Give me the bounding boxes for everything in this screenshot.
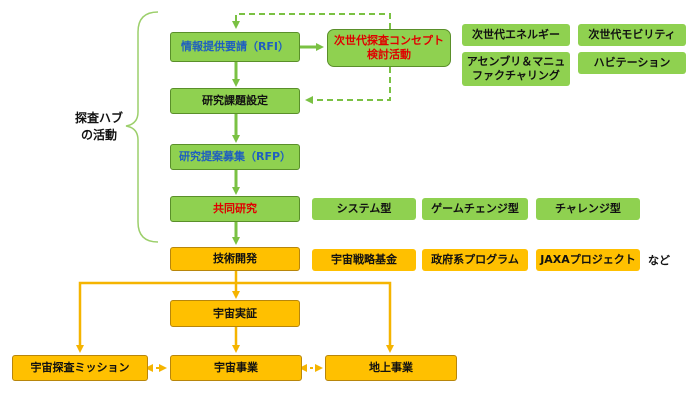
- concept-box: 次世代探査コンセプト 検討活動: [327, 29, 451, 67]
- category-habitation-label: ハビテーション: [593, 56, 671, 70]
- hub-label-line1: 探査ハブ: [74, 111, 123, 125]
- rfp-box: 研究提案募集（RFP）: [170, 144, 300, 170]
- rfi-box: 情報提供要請（RFI）: [170, 32, 300, 62]
- funding-gov-program: 政府系プログラム: [422, 249, 528, 271]
- funding-gov-program-label: 政府系プログラム: [431, 253, 519, 267]
- space-demo-label: 宇宙実証: [213, 306, 257, 320]
- tech-dev-label: 技術開発: [213, 252, 257, 266]
- joint-research-box: 共同研究: [170, 196, 300, 222]
- exploration-mission-label: 宇宙探査ミッション: [30, 361, 130, 375]
- dashed-loop-bottom: [305, 67, 391, 104]
- category-assembly: アセンブリ＆マニュ ファクチャリング: [462, 52, 570, 86]
- exploration-mission-box: 宇宙探査ミッション: [12, 355, 148, 381]
- funding-jaxa-project-label: JAXAプロジェクト: [540, 253, 636, 267]
- type-system: システム型: [312, 198, 416, 220]
- ground-business-box: 地上事業: [325, 355, 457, 381]
- research-theme-label: 研究課題設定: [202, 94, 268, 108]
- category-mobility: 次世代モビリティ: [578, 24, 686, 46]
- space-business-box: 宇宙事業: [170, 355, 302, 381]
- category-mobility-label: 次世代モビリティ: [588, 28, 676, 42]
- type-system-label: システム型: [336, 202, 392, 216]
- category-energy: 次世代エネルギー: [462, 24, 570, 46]
- rfi-label: 情報提供要請（RFI）: [180, 40, 290, 54]
- dashed-loop-top: [232, 13, 391, 29]
- funding-etc: など: [648, 254, 670, 267]
- concept-line2: 検討活動: [367, 48, 411, 61]
- ground-business-label: 地上事業: [369, 361, 413, 375]
- research-theme-box: 研究課題設定: [170, 88, 300, 114]
- orange-bus: [76, 281, 236, 353]
- hub-label: 探査ハブ の活動: [64, 110, 134, 145]
- category-habitation: ハビテーション: [578, 52, 686, 74]
- category-energy-label: 次世代エネルギー: [472, 28, 560, 42]
- hub-label-line2: の活動: [80, 128, 117, 143]
- funding-strategy-fund: 宇宙戦略基金: [312, 249, 416, 271]
- concept-line1: 次世代探査コンセプト: [334, 34, 444, 48]
- type-game-change: ゲームチェンジ型: [422, 198, 528, 220]
- rfp-label: 研究提案募集（RFP）: [178, 150, 292, 164]
- space-business-label: 宇宙事業: [214, 361, 258, 375]
- orange-bus-right: [236, 281, 394, 353]
- hub-brace: [125, 11, 159, 243]
- type-challenge-label: チャレンジ型: [555, 202, 621, 216]
- tech-dev-box: 技術開発: [170, 247, 300, 271]
- type-game-change-label: ゲームチェンジ型: [431, 202, 519, 216]
- funding-jaxa-project: JAXAプロジェクト: [536, 249, 640, 271]
- joint-research-label: 共同研究: [213, 202, 257, 216]
- space-demo-box: 宇宙実証: [170, 300, 300, 327]
- category-assembly-line2: ファクチャリング: [472, 69, 560, 82]
- category-assembly-line1: アセンブリ＆マニュ: [466, 55, 566, 69]
- type-challenge: チャレンジ型: [536, 198, 640, 220]
- funding-strategy-fund-label: 宇宙戦略基金: [331, 253, 397, 267]
